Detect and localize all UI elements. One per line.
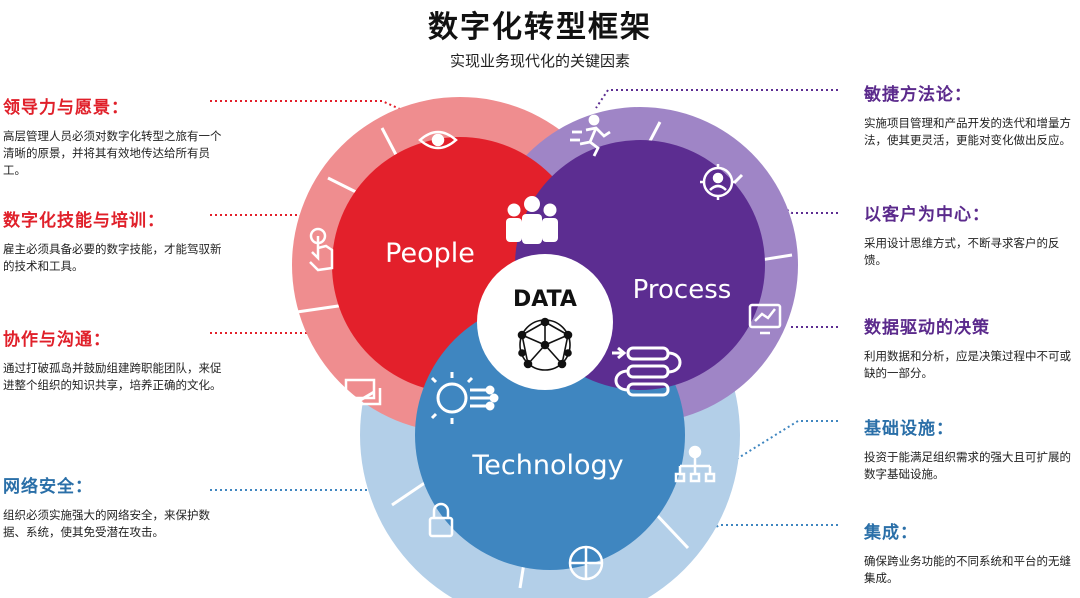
page-title: 数字化转型框架 xyxy=(428,10,652,45)
right-item-infrastructure: 基础设施： 投资于能满足组织需求的强大且可扩展的数字基础设施。 xyxy=(864,414,1078,483)
right-item-desc: 投资于能满足组织需求的强大且可扩展的数字基础设施。 xyxy=(864,450,1071,481)
connector-customer xyxy=(751,187,838,214)
right-item-title: 集成： xyxy=(864,523,918,543)
process-label: Process xyxy=(633,275,732,305)
people-label: People xyxy=(385,238,475,269)
right-item-agile: 敏捷方法论： 实施项目管理和产品开发的迭代和增量方法，使其更灵活，更能对变化做出… xyxy=(864,80,1078,149)
right-item-data-driven: 数据驱动的决策 利用数据和分析，应是决策过程中不可或缺的一部分。 xyxy=(864,313,1078,382)
left-item-title: 协作与沟通： xyxy=(3,330,111,350)
left-item-skills: 数字化技能与培训： 雇主必须具备必要的数字技能，才能驾驭新的技术和工具。 xyxy=(3,206,225,275)
data-label: DATA xyxy=(513,287,577,312)
right-item-desc: 实施项目管理和产品开发的迭代和增量方法，使其更灵活，更能对变化做出反应。 xyxy=(864,116,1071,147)
left-item-title: 数字化技能与培训： xyxy=(3,211,165,231)
connector-collaboration xyxy=(210,332,343,373)
connector-leadership xyxy=(210,100,421,119)
puzzle-icon xyxy=(568,545,604,581)
process-flow-icon xyxy=(612,346,682,397)
technology-label: Technology xyxy=(471,450,623,481)
left-item-desc: 雇主必须具备必要的数字技能，才能驾驭新的技术和工具。 xyxy=(3,242,222,273)
left-item-collaboration: 协作与沟通： 通过打破孤岛并鼓励组建跨职能团队，来促进整个组织的知识共享，培养正… xyxy=(3,325,225,394)
right-item-desc: 确保跨业务功能的不同系统和平台的无缝集成。 xyxy=(864,554,1071,585)
chat-icon xyxy=(344,378,382,409)
neural-network-icon xyxy=(517,317,573,371)
right-item-desc: 采用设计思维方式，不断寻求客户的反馈。 xyxy=(864,236,1060,267)
people-group-icon xyxy=(506,196,558,244)
left-item-title: 领导力与愿景： xyxy=(3,98,129,118)
left-item-desc: 通过打破孤岛并鼓励组建跨职能团队，来促进整个组织的知识共享，培养正确的文化。 xyxy=(3,361,222,392)
right-item-integration: 集成： 确保跨业务功能的不同系统和平台的无缝集成。 xyxy=(864,518,1078,587)
right-item-desc: 利用数据和分析，应是决策过程中不可或缺的一部分。 xyxy=(864,349,1071,380)
chart-monitor-icon xyxy=(748,303,782,335)
connector-infrastructure xyxy=(734,420,838,461)
hand-touch-icon xyxy=(309,227,334,272)
connector-agile xyxy=(595,89,838,109)
lock-icon xyxy=(428,502,454,538)
right-item-customer: 以客户为中心： 采用设计思维方式，不断寻求客户的反馈。 xyxy=(864,200,1078,269)
left-item-title: 网络安全： xyxy=(3,477,93,497)
runner-icon xyxy=(570,114,611,157)
eye-icon xyxy=(418,130,458,150)
right-item-title: 基础设施： xyxy=(864,419,954,439)
left-item-security: 网络安全： 组织必须实施强大的网络安全，来保护数据、系统，使其免受潜在攻击。 xyxy=(3,472,225,541)
gear-chip-icon xyxy=(430,372,499,424)
right-item-title: 敏捷方法论： xyxy=(864,85,972,105)
left-item-leadership: 领导力与愿景： 高层管理人员必须对数字化转型之旅有一个清晰的原景，并将其有效地传… xyxy=(3,93,225,179)
right-item-title: 数据驱动的决策 xyxy=(864,318,990,338)
left-item-desc: 高层管理人员必须对数字化转型之旅有一个清晰的原景，并将其有效地传达给所有员工。 xyxy=(3,129,222,177)
right-item-title: 以客户为中心： xyxy=(864,205,990,225)
left-item-desc: 组织必须实施强大的网络安全，来保护数据、系统，使其免受潜在攻击。 xyxy=(3,508,210,539)
customer-target-icon xyxy=(700,164,736,200)
page-subtitle: 实现业务现代化的关键因素 xyxy=(449,52,630,70)
network-icon xyxy=(674,445,716,483)
